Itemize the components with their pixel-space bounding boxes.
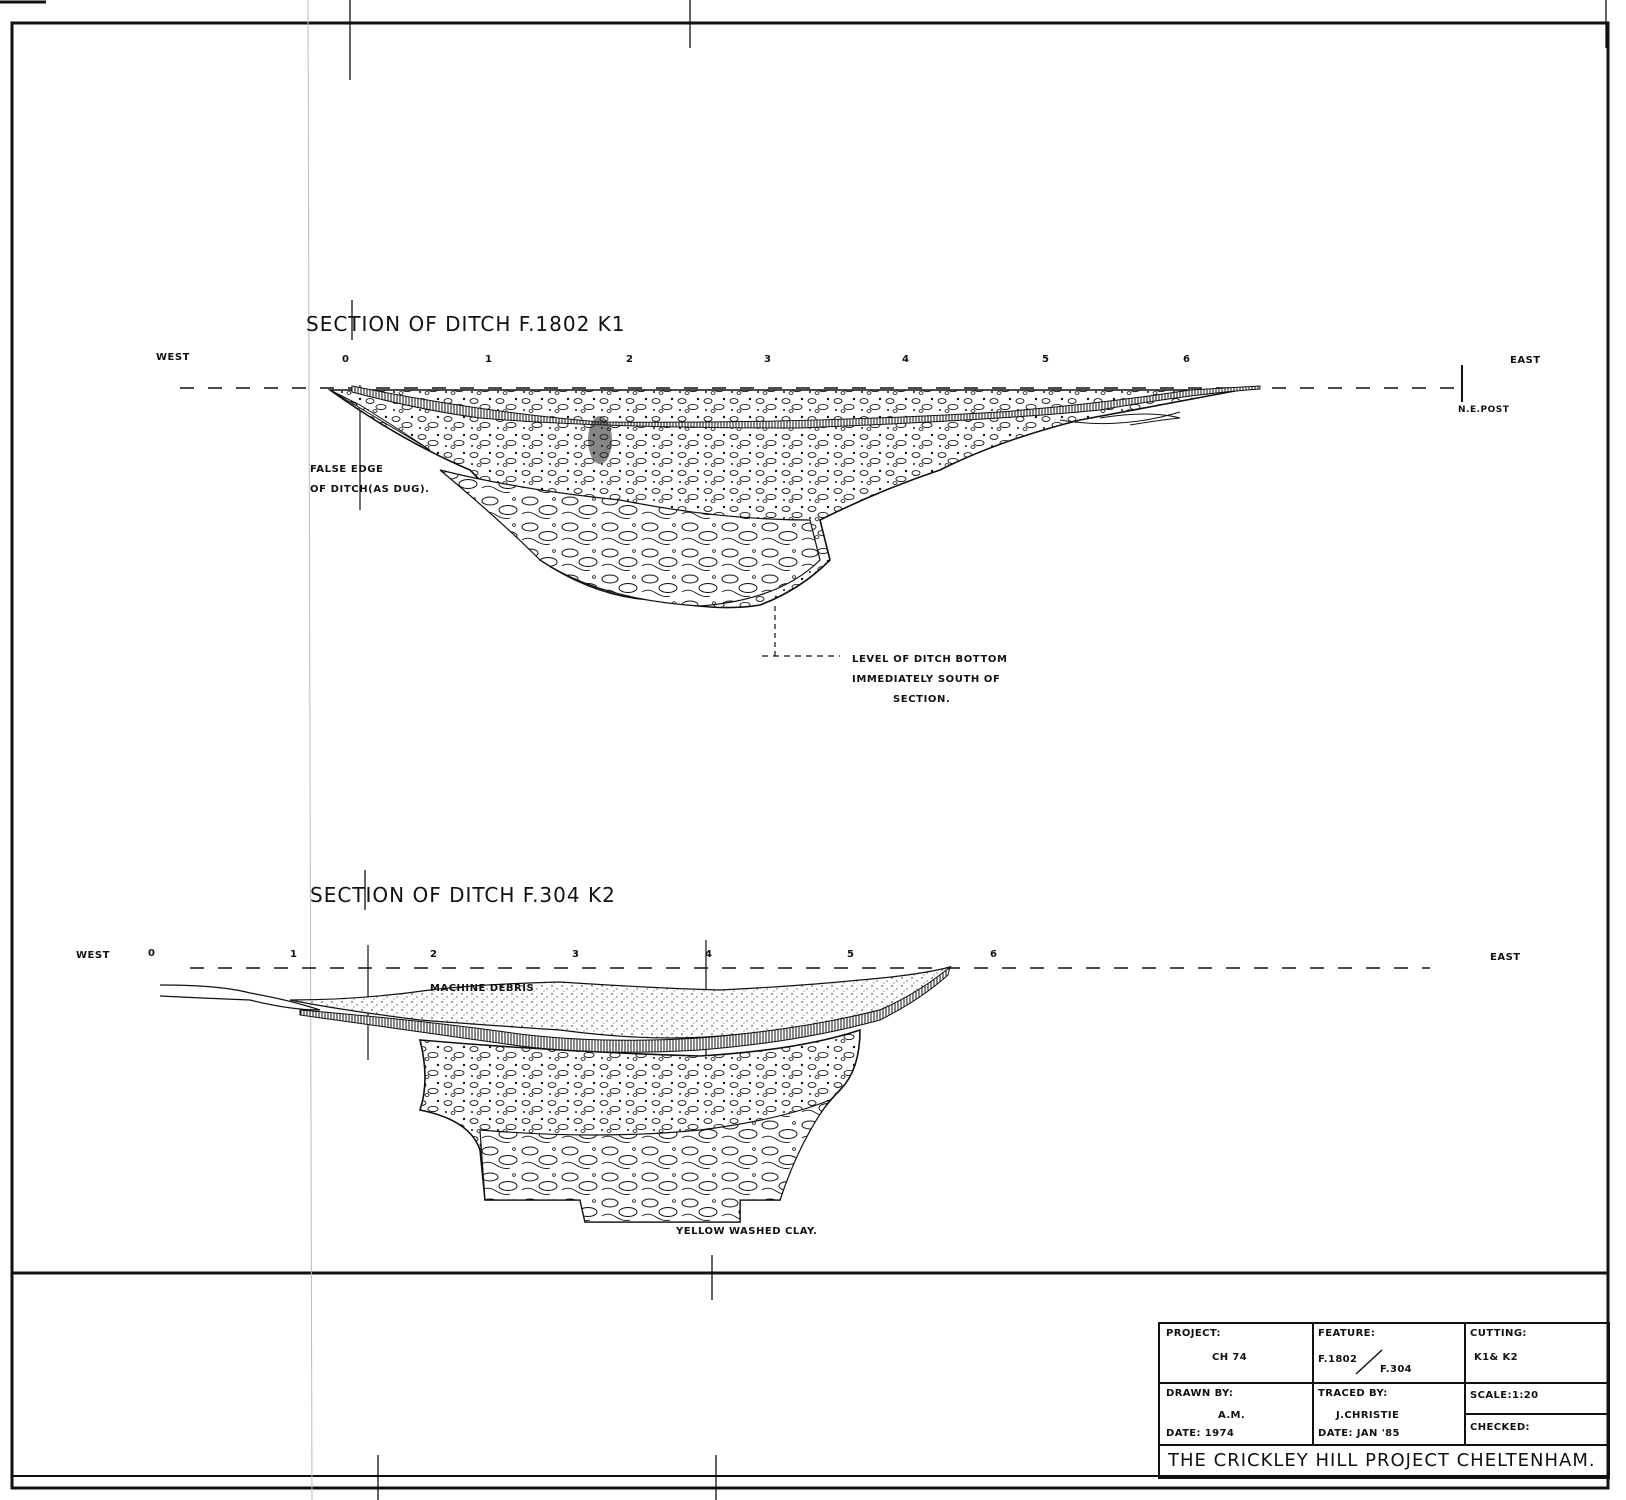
section-2-tick-2: 2 — [430, 949, 438, 960]
traced-date: DATE: JAN '85 — [1318, 1428, 1400, 1439]
false-edge-note-line-2: OF DITCH(AS DUG). — [310, 484, 430, 495]
section-2-title: SECTION OF DITCH F.304 K2 — [310, 883, 616, 907]
section-1-tick-2: 2 — [626, 354, 634, 365]
scale-value: 1:20 — [1512, 1390, 1539, 1401]
ditch-bottom-note-line-2: IMMEDIATELY SOUTH OF — [852, 674, 1001, 685]
project-label: PROJECT: — [1166, 1328, 1221, 1339]
feature-value-1: F.1802 — [1318, 1354, 1358, 1365]
section-2-tick-3: 3 — [572, 949, 580, 960]
cutting-value: K1& K2 — [1474, 1352, 1519, 1363]
section-2-tick-1: 1 — [290, 949, 298, 960]
section-2-west-label: WEST — [76, 950, 110, 961]
cutting-label: CUTTING: — [1470, 1328, 1527, 1339]
ditch-bottom-note-line-3: SECTION. — [893, 694, 951, 705]
feature-slash-divider — [1355, 1349, 1383, 1375]
section-1-tick-5: 5 — [1042, 354, 1050, 365]
section-1-tick-1: 1 — [485, 354, 493, 365]
section-1-tick-3: 3 — [764, 354, 772, 365]
drawn-by-label: DRAWN BY: — [1166, 1388, 1234, 1399]
ne-post-label: N.E.POST — [1458, 405, 1510, 415]
section-2-tick-5: 5 — [847, 949, 855, 960]
section-1-tick-0: 0 — [342, 354, 350, 365]
title-block: PROJECT: CH 74 FEATURE: F.1802 F.304 CUT… — [1158, 1322, 1610, 1479]
section-2-east-label: EAST — [1490, 952, 1521, 963]
false-edge-note-line-1: FALSE EDGE — [310, 464, 384, 475]
drawn-date: DATE: 1974 — [1166, 1428, 1235, 1439]
project-value: CH 74 — [1212, 1352, 1248, 1363]
footer-project-name: THE CRICKLEY HILL PROJECT CHELTENHAM. — [1168, 1450, 1596, 1471]
section-1-tick-6: 6 — [1183, 354, 1191, 365]
traced-by-label: TRACED BY: — [1318, 1388, 1388, 1399]
section-2-tick-0: 0 — [148, 948, 156, 959]
feature-value-2: F.304 — [1380, 1364, 1413, 1375]
section-2-tick-4: 4 — [705, 949, 713, 960]
section-1-west-label: WEST — [156, 352, 190, 363]
feature-label: FEATURE: — [1318, 1328, 1376, 1339]
traced-by-value: J.CHRISTIE — [1336, 1410, 1400, 1421]
section-1-east-label: EAST — [1510, 355, 1541, 366]
ditch-bottom-note-line-1: LEVEL OF DITCH BOTTOM — [852, 654, 1008, 665]
section-2-tick-6: 6 — [990, 949, 998, 960]
yellow-clay-note: YELLOW WASHED CLAY. — [676, 1226, 818, 1237]
scale-label: SCALE: — [1470, 1390, 1512, 1401]
machine-debris-note: MACHINE DEBRIS — [430, 983, 535, 994]
drawn-by-value: A.M. — [1218, 1410, 1246, 1421]
section-1-title: SECTION OF DITCH F.1802 K1 — [306, 312, 626, 336]
section-1-tick-4: 4 — [902, 354, 910, 365]
checked-label: CHECKED: — [1470, 1422, 1530, 1433]
